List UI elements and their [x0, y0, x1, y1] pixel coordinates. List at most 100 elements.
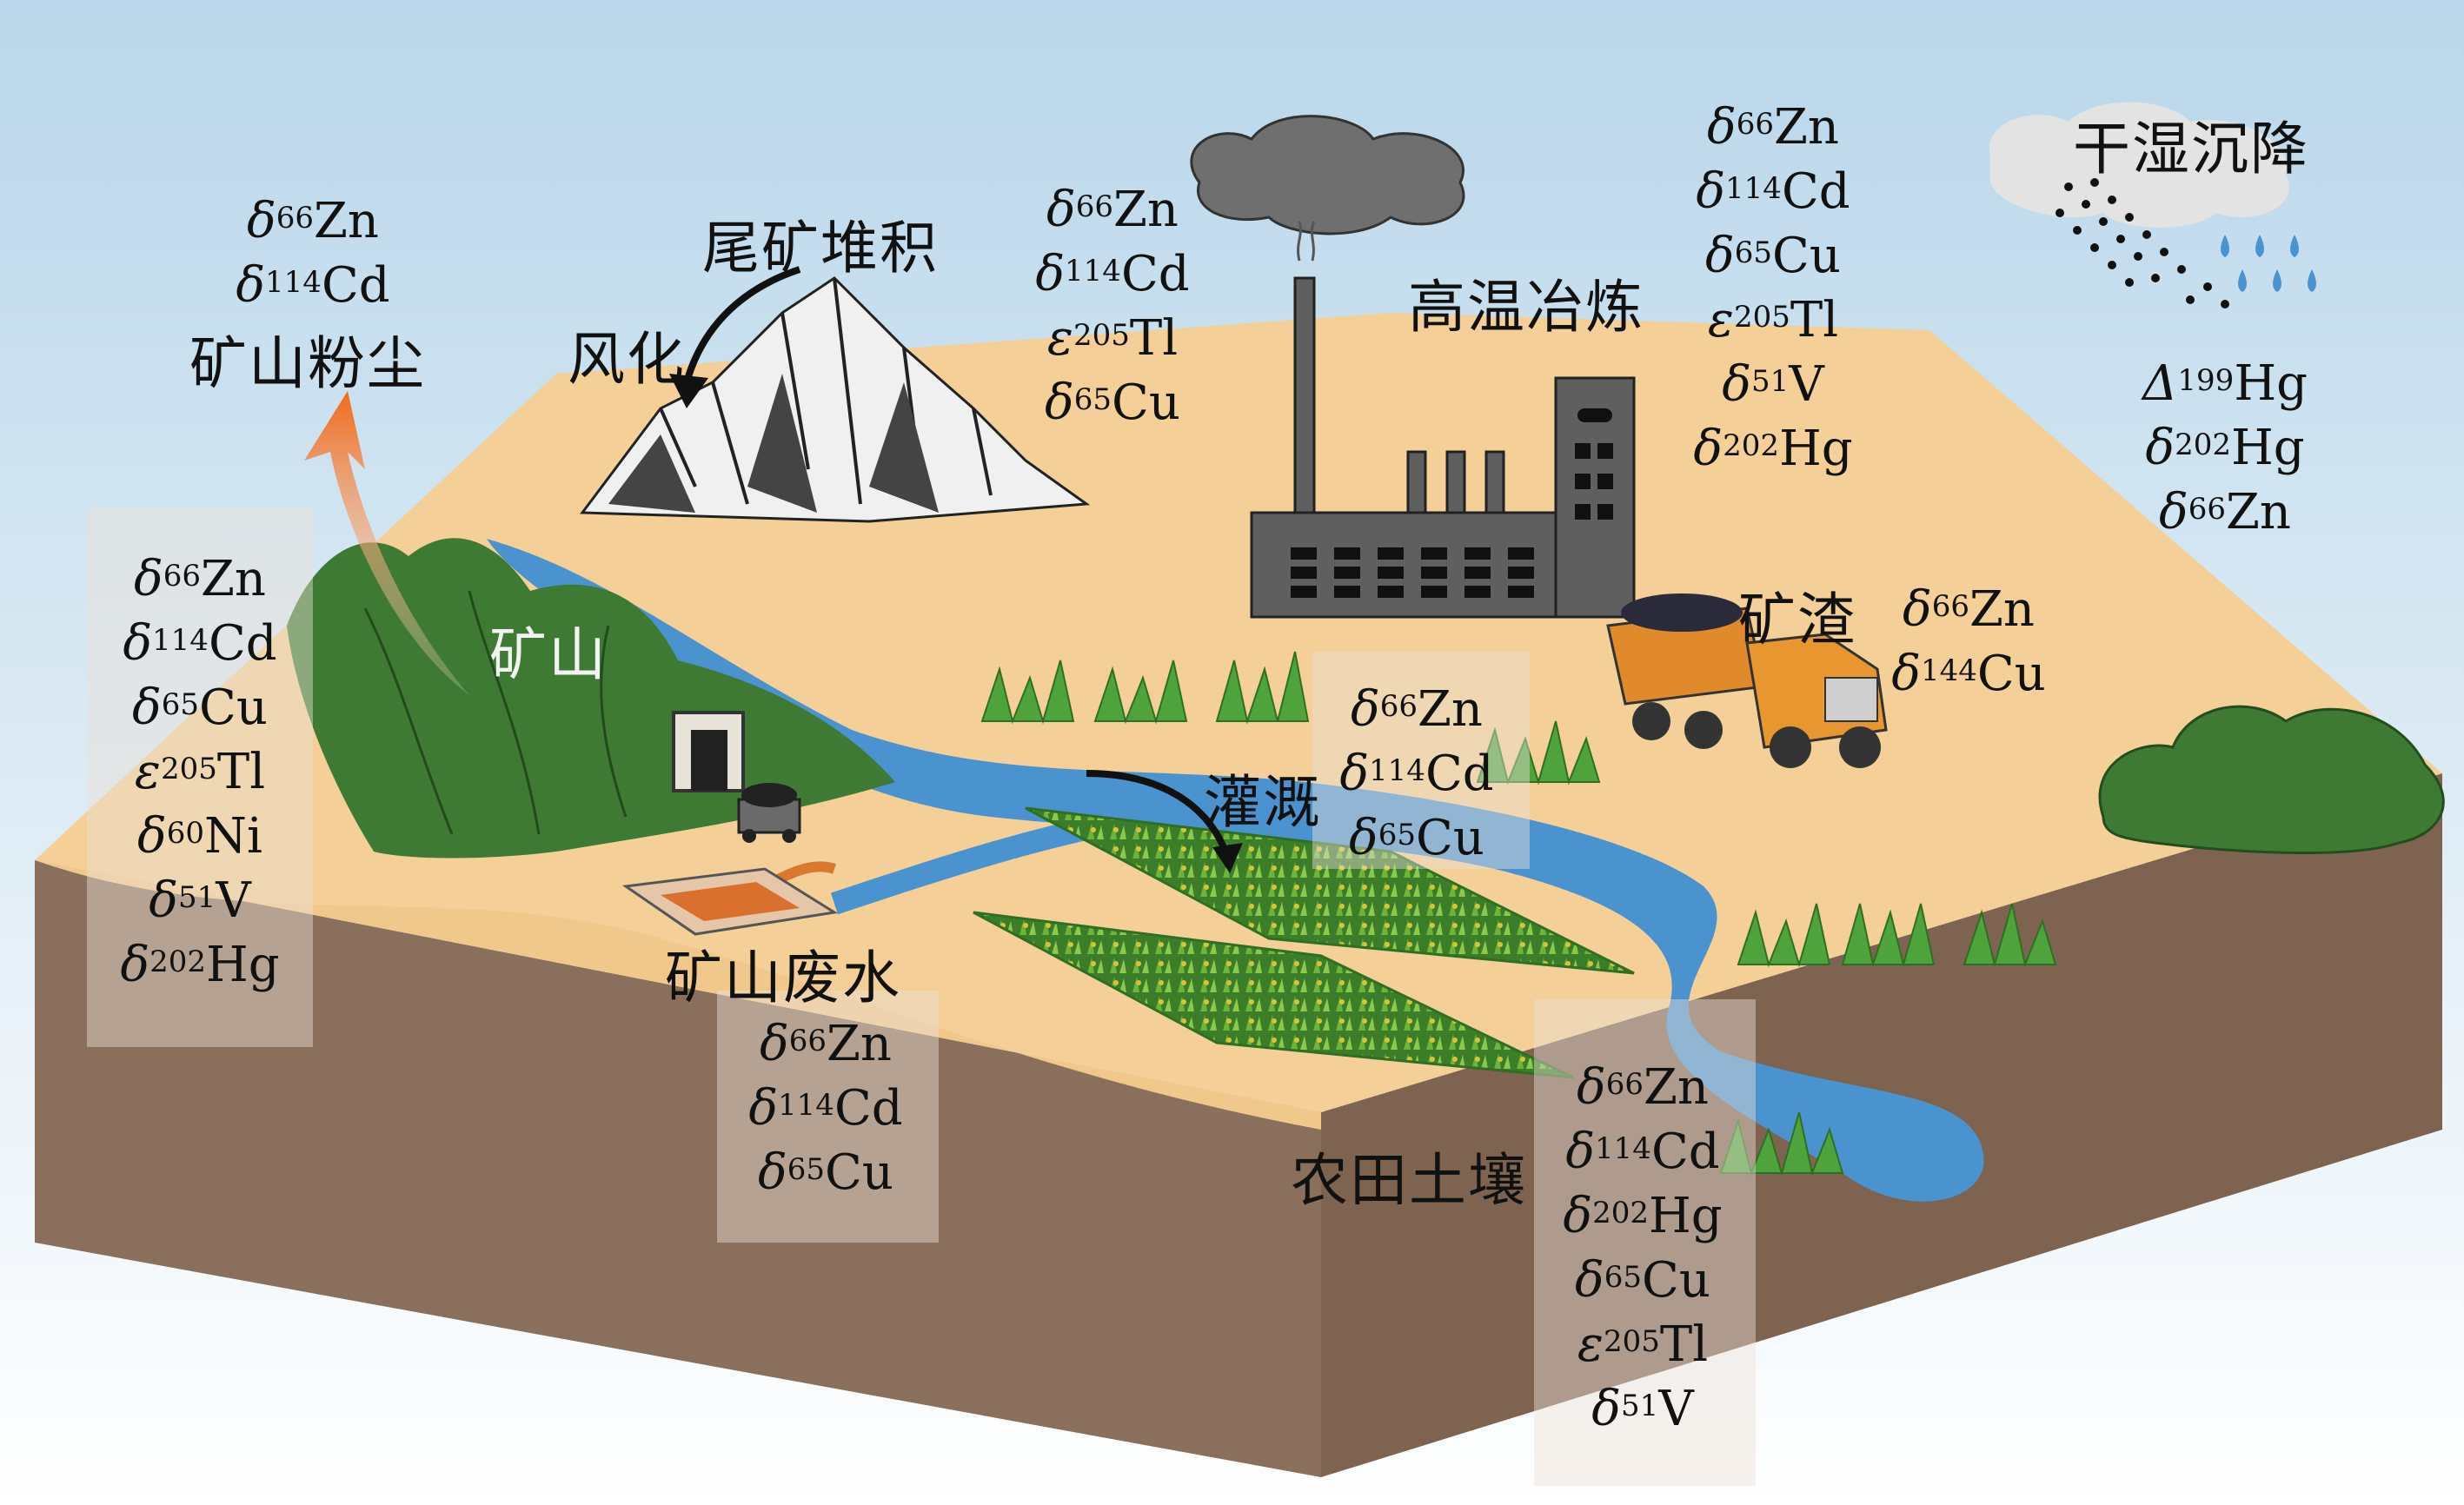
isotope-element: Cd: [1650, 1124, 1720, 1180]
isotope-entry: δ114Cd: [1686, 160, 1860, 224]
isotope-mass: 66: [1736, 107, 1774, 142]
isotope-entry: δ51V: [113, 869, 287, 933]
isotope-entry: δ65Cu: [1556, 1249, 1730, 1313]
isotope-element: Cd: [1425, 746, 1494, 802]
isotope-mass: 66: [276, 201, 314, 235]
isotope-element: Tl: [1659, 1316, 1709, 1373]
isotope-element: Hg: [1648, 1188, 1723, 1244]
isotope-symbol: ε: [1577, 1316, 1604, 1373]
isotope-mass: 202: [1723, 428, 1779, 463]
smelting-factory: [1250, 276, 1636, 619]
isotope-entry: δ51V: [1556, 1377, 1730, 1442]
isotope-symbol: ε: [1046, 310, 1073, 367]
isotope-entry: δ202Hg: [1556, 1184, 1730, 1249]
isotope-element: Zn: [1969, 581, 2035, 638]
isotope-entry: δ66Zn: [1556, 1056, 1730, 1120]
isotope-entry: δ114Cd: [113, 612, 287, 676]
isotope-symbol: δ: [758, 1144, 787, 1201]
isotope-symbol: δ: [134, 551, 163, 607]
isotope-mass: 65: [1734, 235, 1773, 270]
isotope-element: V: [1789, 356, 1824, 413]
isotope-entry: δ66Zn: [235, 189, 391, 254]
soil-block: [35, 860, 1321, 1477]
isotope-element: V: [1658, 1381, 1694, 1437]
isotope-symbol: δ: [1891, 646, 1921, 702]
isotope-mass: 66: [1379, 689, 1418, 724]
isotope-element: Hg: [1778, 421, 1853, 477]
isotope-entry: δ60Ni: [113, 805, 287, 869]
isotope-entry: δ66Zn: [739, 1012, 913, 1077]
isotope-mass: 205: [160, 752, 217, 786]
label-mine: 矿山: [489, 621, 608, 688]
isotope-element: Cd: [208, 615, 277, 672]
isotope-mass: 202: [149, 945, 206, 979]
isotope-mass: 114: [265, 265, 322, 300]
isotope-entry: ε205Tl: [1026, 307, 1199, 371]
isotope-symbol: δ: [236, 257, 266, 314]
isotope-symbol: δ: [1705, 228, 1735, 284]
isotope-mass: 66: [1605, 1067, 1644, 1102]
isotope-symbol: δ: [247, 193, 276, 249]
isotope-mass: 51: [1621, 1389, 1659, 1423]
isotope-element: Cu: [825, 1144, 893, 1201]
isotope-symbol: δ: [1339, 746, 1370, 802]
isotope-symbol: ε: [1707, 292, 1734, 348]
isotope-entry: δ202Hg: [1686, 417, 1860, 481]
isotope-entry: ε205Tl: [113, 740, 287, 805]
isotope-mass: 65: [1604, 1260, 1643, 1295]
isotope-symbol: δ: [1046, 182, 1076, 238]
isotope-symbol: δ: [120, 937, 150, 993]
isotope-entry: δ66Zn: [1330, 678, 1504, 742]
isotope-symbol: δ: [1575, 1252, 1604, 1309]
isotope-mass: 205: [1733, 300, 1790, 335]
isotope-symbol: δ: [1035, 246, 1066, 302]
isotope-entry: δ66Zn: [1882, 578, 2056, 642]
label-mine-wastewater: 矿山废水: [665, 945, 901, 1011]
wastewater-panel: [717, 991, 939, 1243]
isotope-mass: 144: [1920, 653, 1977, 688]
isotope-mass: 114: [152, 623, 209, 658]
isotope-element: Zn: [1113, 182, 1179, 238]
isotope-symbol: δ: [1722, 356, 1751, 413]
isotope-mass: 199: [2177, 363, 2235, 398]
isotope-entry: δ51V: [1686, 353, 1860, 417]
isotope-element: Cd: [834, 1080, 903, 1137]
isotope-mass: 205: [1073, 318, 1130, 353]
isotope-entry: δ65Cu: [1330, 806, 1504, 871]
isotope-element: Cu: [199, 680, 268, 736]
isotope-element: Zn: [1774, 99, 1839, 156]
isotope-symbol: δ: [1903, 581, 1932, 638]
isotope-entry: δ114Cd: [1330, 742, 1504, 806]
isotope-mass: 66: [788, 1024, 827, 1058]
isotope-mass: 66: [1075, 189, 1113, 224]
isotope-entry: Δ199Hg: [2138, 352, 2312, 416]
label-tailings: 尾矿堆积: [702, 215, 939, 282]
isotope-element: Zn: [827, 1016, 892, 1072]
river: [487, 539, 1984, 1202]
label-irrigation: 灌溉: [1204, 769, 1322, 836]
isotope-symbol: δ: [1349, 810, 1378, 866]
isotope-mass: 114: [1369, 753, 1425, 788]
isotope-mass: 66: [163, 559, 201, 593]
isotope-entry: ε205Tl: [1686, 288, 1860, 353]
isotope-mass: 65: [161, 687, 200, 722]
land-wave: [35, 860, 1321, 1130]
isotope-entry: δ114Cd: [235, 254, 391, 318]
isotope-element: Cu: [1772, 228, 1841, 284]
isotope-element: Cu: [1112, 375, 1180, 431]
isotope-symbol: δ: [1045, 375, 1074, 431]
isotope-symbol: δ: [1577, 1059, 1606, 1116]
isotope-mass: 51: [1751, 364, 1790, 399]
isotope-symbol: δ: [149, 872, 178, 929]
isotope-mass: 65: [1378, 818, 1417, 852]
isotope-symbol: Δ: [2142, 355, 2178, 412]
